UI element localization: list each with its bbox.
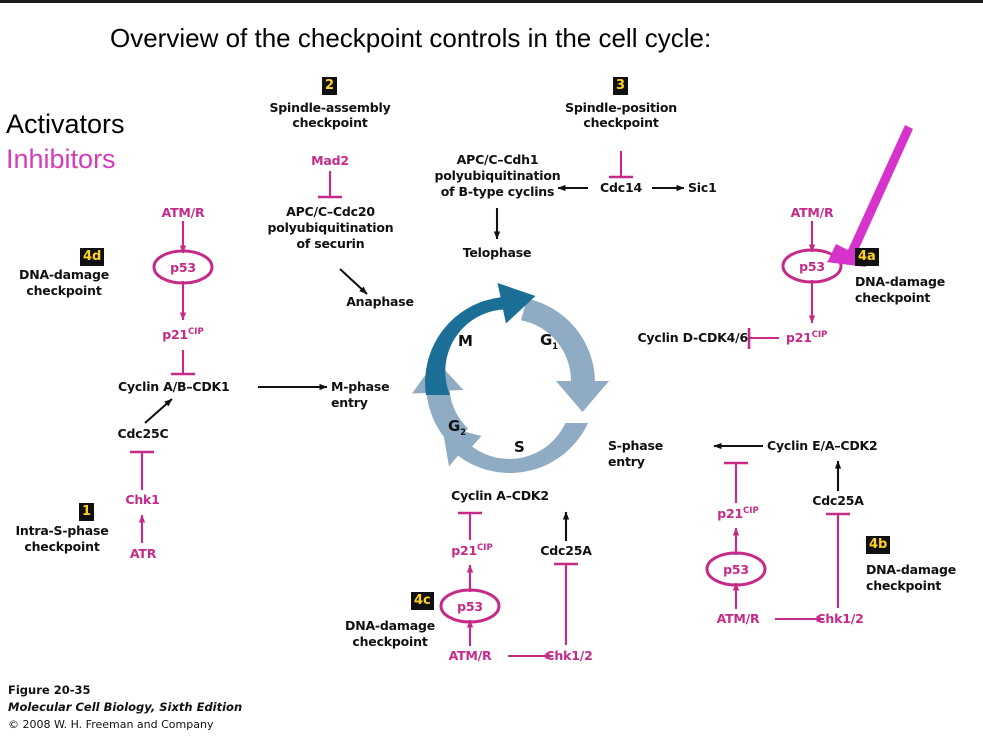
checkpoint-2-label-line1: Spindle-assembly (269, 100, 391, 115)
node-s-phase-entry-line1: S-phase (608, 438, 663, 453)
node-chk12-4c: Chk1/2 (545, 648, 593, 663)
checkpoint-badge-3: 3 (613, 77, 629, 95)
cycle-arc-g1 (521, 298, 609, 412)
checkpoint-badge-4c: 4c (411, 592, 434, 610)
checkpoint-4a-label-line2: checkpoint (855, 290, 931, 305)
node-m-phase-entry-line2: entry (331, 395, 368, 410)
node-chk1: Chk1 (125, 492, 160, 507)
node-cdc25a-4b: Cdc25A (812, 493, 864, 508)
legend-activators: Activators (6, 109, 125, 139)
node-apc-cdh1-line2: polyubiquitination (434, 168, 561, 183)
figure-source: Molecular Cell Biology, Sixth Edition (8, 700, 243, 714)
node-atm-r-4d: ATM/R (161, 205, 205, 220)
node-cdc25a-4c: Cdc25A (540, 543, 592, 558)
node-atm-r-4c: ATM/R (448, 648, 492, 663)
checkpoint-3-label-line2: checkpoint (583, 115, 659, 130)
checkpoint-3-label-line1: Spindle-position (565, 100, 677, 115)
node-atm-r-4a: ATM/R (790, 205, 834, 220)
node-chk12-4b: Chk1/2 (816, 611, 864, 626)
node-telophase: Telophase (462, 245, 532, 260)
checkpoint-4d-label-line2: checkpoint (26, 283, 102, 298)
node-cyclin-d-cdk46: Cyclin D-CDK4/6 (637, 330, 748, 345)
checkpoint-4c-label-line2: checkpoint (352, 634, 428, 649)
node-p21-4b: p21CIP (717, 506, 759, 522)
node-s-phase-entry-line2: entry (608, 454, 645, 469)
node-sic1: Sic1 (688, 180, 717, 195)
node-apc-cdc20-line3: of securin (296, 236, 365, 251)
node-mad2: Mad2 (311, 153, 349, 168)
cycle-arc-m (425, 283, 536, 395)
checkpoint-badge-1: 1 (79, 503, 95, 521)
node-cdc14: Cdc14 (600, 180, 642, 195)
checkpoint-1-label-line2: checkpoint (24, 539, 100, 554)
node-p21-4a: p21CIP (786, 330, 828, 346)
figure-copyright: © 2008 W. H. Freeman and Company (8, 718, 214, 731)
cycle-label-s: S (514, 438, 525, 456)
node-apc-cdh1-line3: of B-type cyclins (440, 184, 555, 199)
node-p53-4d: p53 (170, 260, 196, 275)
page-title: Overview of the checkpoint controls in t… (110, 23, 712, 53)
node-anaphase: Anaphase (346, 294, 414, 309)
checkpoint-2-label-line2: checkpoint (292, 115, 368, 130)
connector-overlay: Anaphase (diagonal) --> Sic1 --> Telopha… (130, 125, 913, 660)
checkpoint-4b-label-line2: checkpoint (866, 578, 942, 593)
node-p53-4a: p53 (799, 259, 825, 274)
node-cyclin-a-cdk2: Cyclin A–CDK2 (451, 488, 549, 503)
checkpoint-1-label-line1: Intra-S-phase (15, 523, 109, 538)
checkpoint-badge-4b: 4b (866, 536, 891, 554)
checkpoint-4c-label-line1: DNA-damage (345, 618, 435, 633)
node-apc-cdc20-line2: polyubiquitination (267, 220, 394, 235)
figure-number: Figure 20-35 (8, 683, 91, 697)
checkpoint-badge-4a: 4a (855, 248, 879, 266)
node-p53-4c: p53 (457, 599, 483, 614)
checkpoint-badge-2: 2 (322, 77, 338, 95)
checkpoint-badge-4d: 4d (80, 248, 105, 266)
pointer-arrow (826, 125, 913, 267)
node-m-phase-entry-line1: M-phase (331, 379, 390, 394)
node-atr: ATR (129, 546, 157, 561)
checkpoint-4a-label-line1: DNA-damage (855, 274, 945, 289)
node-cyclin-ea-cdk2: Cyclin E/A–CDK2 (767, 438, 878, 453)
node-cdc25c: Cdc25C (117, 426, 169, 441)
cycle-label-g2: G2 (448, 417, 467, 438)
legend-inhibitors: Inhibitors (6, 144, 116, 174)
cycle-label-g1: G1 (540, 331, 559, 352)
node-p21-4c: p21CIP (451, 543, 493, 559)
node-p53-4b: p53 (723, 562, 749, 577)
checkpoint-4b-label-line1: DNA-damage (866, 562, 956, 577)
cell-cycle-wheel (412, 283, 609, 474)
cycle-label-m: M (458, 332, 473, 350)
node-atm-r-4b: ATM/R (716, 611, 760, 626)
node-apc-cdc20-line1: APC/C–Cdc20 (286, 204, 375, 219)
node-p21-4d: p21CIP (162, 327, 204, 343)
checkpoint-4d-label-line1: DNA-damage (19, 267, 109, 282)
node-cyclin-ab-cdk1: Cyclin A/B–CDK1 (118, 379, 230, 394)
node-apc-cdh1-line1: APC/C–Cdh1 (456, 152, 539, 167)
